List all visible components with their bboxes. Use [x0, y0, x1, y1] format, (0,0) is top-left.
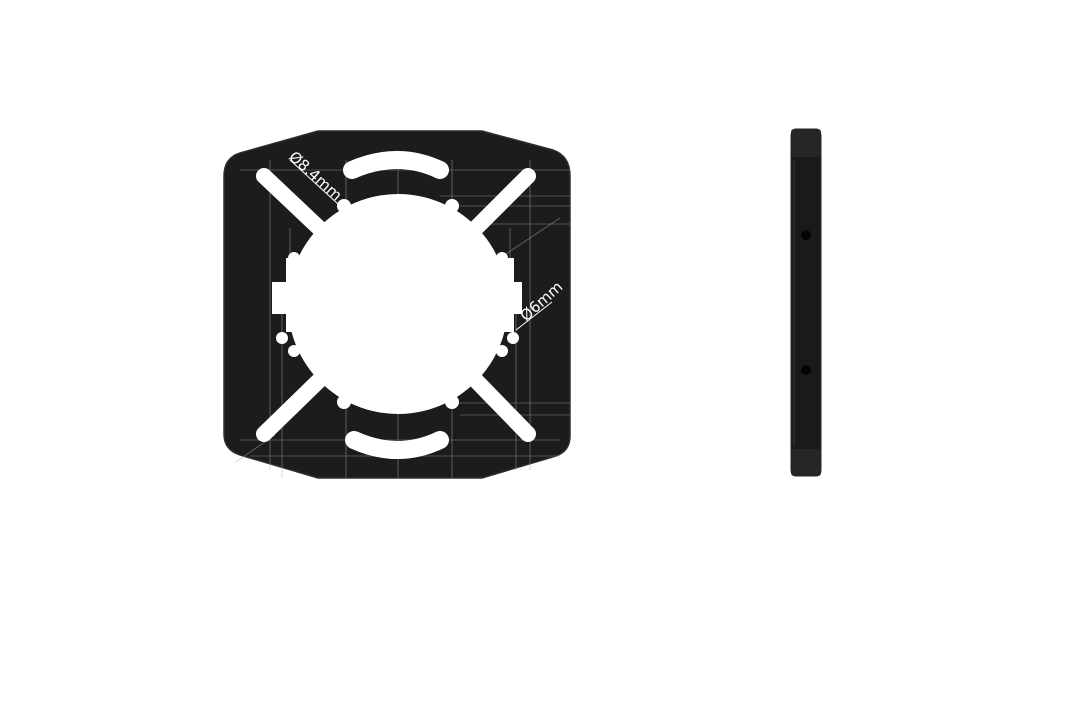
- hole: [507, 332, 519, 344]
- side-hole-top: [801, 230, 811, 240]
- hole: [496, 345, 508, 357]
- hole: [276, 332, 288, 344]
- hole: [445, 199, 459, 213]
- dimension-leaders: [289, 159, 553, 331]
- arc-slot-bottom: [345, 431, 449, 459]
- slot-bottom-left: [256, 354, 346, 442]
- arc-slot-top: [343, 151, 449, 179]
- slot-bottom-right: [450, 354, 536, 442]
- diagonal-slots: [256, 168, 536, 442]
- side-top-lip: [791, 129, 821, 157]
- slot-top-left: [256, 168, 346, 254]
- slot-top-right: [450, 168, 536, 254]
- side-view-plate: [790, 128, 822, 477]
- side-body: [790, 128, 822, 477]
- side-hole-bottom: [801, 365, 811, 375]
- hole: [496, 252, 508, 264]
- hole: [288, 345, 300, 357]
- hole: [337, 395, 351, 409]
- hole: [337, 199, 351, 213]
- side-bottom-lip: [791, 449, 821, 476]
- front-view-plate: Ø8.4mm Ø6mm: [223, 130, 571, 479]
- hole: [288, 252, 300, 264]
- small-holes: [276, 199, 519, 409]
- arc-slots: [343, 151, 449, 459]
- hole: [445, 395, 459, 409]
